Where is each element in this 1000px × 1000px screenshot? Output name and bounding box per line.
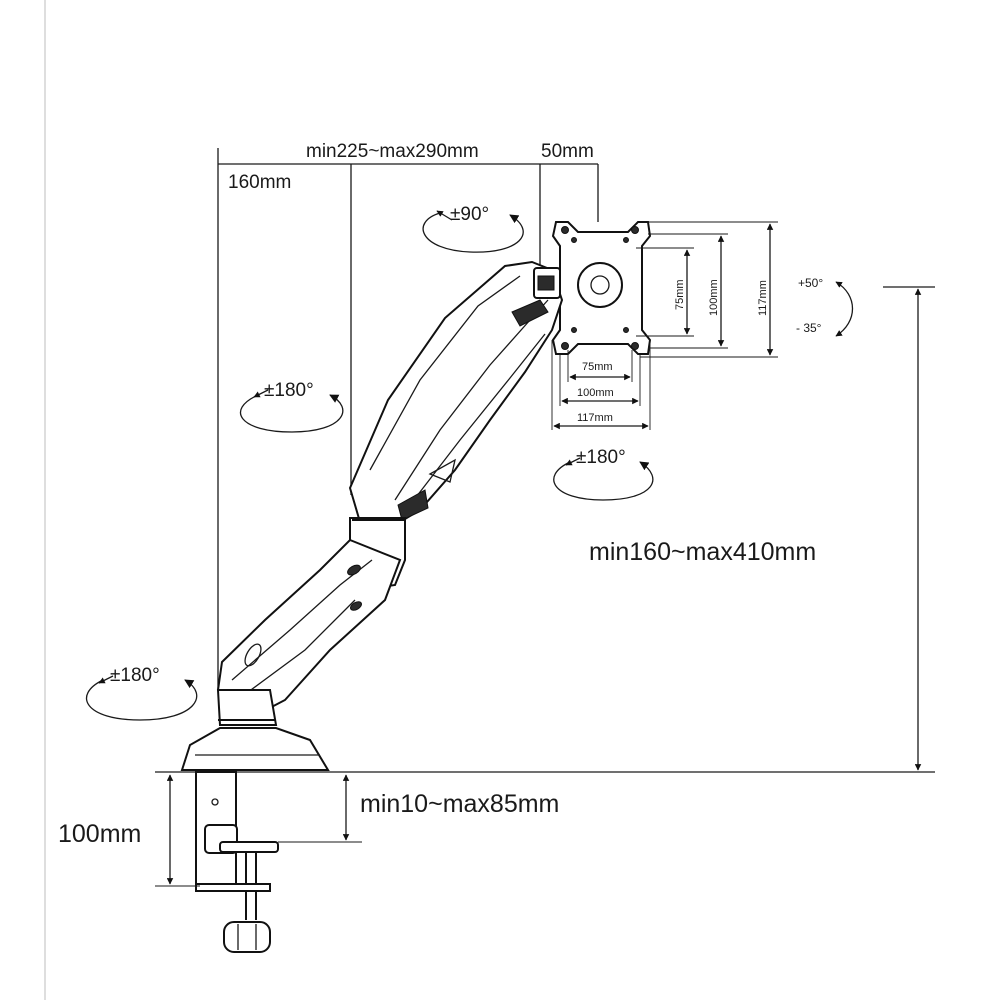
- tilt-indicator: +50° - 35°: [796, 276, 853, 337]
- vesa-h117-label: 117mm: [577, 412, 613, 424]
- base-offset-label: 160mm: [228, 172, 291, 193]
- rotation-upper-arm: ±180°: [239, 380, 344, 433]
- vesa-v117-label: 117mm: [757, 280, 769, 316]
- tilt-up-label: +50°: [798, 276, 823, 290]
- arm-depth-label: min225~max290mm: [306, 141, 479, 162]
- rotation-base: ±180°: [85, 665, 198, 721]
- tilt-down-label: - 35°: [796, 321, 822, 335]
- upper-arm-rotation-label: ±180°: [264, 380, 314, 401]
- monitor-arm: [180, 260, 564, 771]
- vesa-v75-label: 75mm: [674, 279, 686, 310]
- vesa-h75-label: 75mm: [582, 361, 613, 373]
- offset-label: 50mm: [541, 141, 594, 162]
- clamp-height-dimension: [155, 771, 200, 887]
- swivel-head-label: ±90°: [450, 204, 489, 225]
- desk-thickness-label: min10~max85mm: [360, 790, 559, 818]
- clamp-height-label: 100mm: [58, 820, 141, 848]
- rotation-head-swivel: ±90°: [422, 204, 524, 253]
- head-rotation-label: ±180°: [576, 447, 626, 468]
- vesa-horizontal-dimensions: [551, 340, 651, 430]
- rotation-head: ±180°: [553, 447, 654, 501]
- vesa-plate: [551, 221, 652, 355]
- vesa-h100-label: 100mm: [577, 387, 614, 399]
- height-range-label: min160~max410mm: [589, 538, 816, 566]
- base-rotation-label: ±180°: [110, 665, 160, 686]
- vesa-v100-label: 100mm: [708, 279, 720, 316]
- desk-clamp: [195, 771, 279, 953]
- vesa-vertical-dimensions: [636, 221, 778, 358]
- desk-and-height-lines: [155, 286, 935, 773]
- top-dimension-lines: [217, 148, 599, 690]
- desk-thickness-dimension: [278, 774, 362, 843]
